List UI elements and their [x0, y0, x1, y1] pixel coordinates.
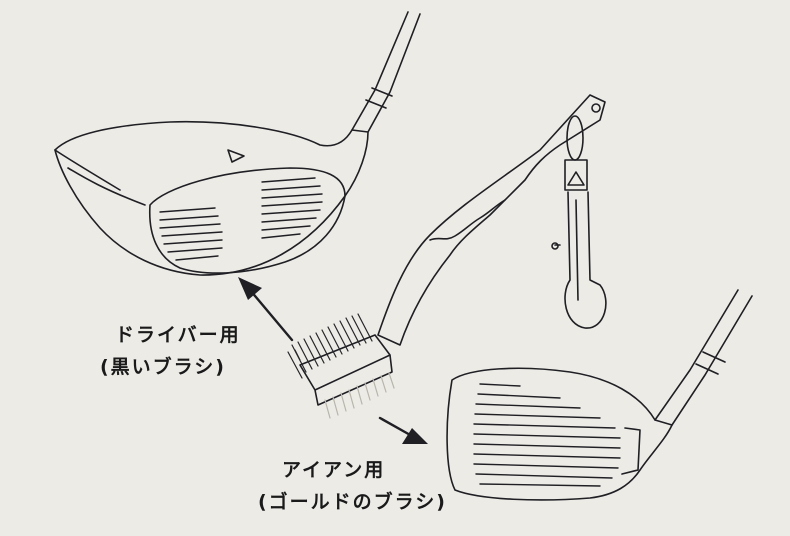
clip-button [551, 242, 559, 250]
driver-crown-line [54, 149, 146, 206]
iron-club [446, 289, 753, 501]
driver-head [54, 120, 369, 276]
handle-hole [591, 103, 601, 113]
iron-hosel [621, 427, 641, 475]
driver-face-grooves [159, 177, 323, 261]
gold-bristles [324, 372, 395, 419]
brush-handle [377, 94, 606, 346]
brush-tool [287, 94, 607, 419]
black-bristles [287, 313, 373, 379]
swivel-detail [567, 171, 585, 186]
driver-ferrule [365, 87, 393, 109]
driver-brush-label: (黒いブラシ) [100, 356, 226, 378]
iron-brush-label: (ゴールドのブラシ) [258, 491, 447, 513]
snap-clip [554, 191, 607, 329]
driver-club [54, 11, 421, 276]
arrow-to-iron [378, 416, 428, 444]
driver-alignment-mark [227, 149, 245, 163]
driver-shaft [351, 11, 421, 133]
iron-head [446, 367, 673, 501]
brush-head [299, 334, 393, 406]
driver-face [148, 167, 346, 274]
iron-label: アイアン用 [282, 459, 386, 481]
iron-ferrule [695, 351, 726, 375]
swivel [564, 159, 588, 191]
brush-handle-grip [429, 199, 506, 241]
arrow-to-driver [238, 277, 294, 342]
iron-shaft [654, 289, 753, 426]
driver-label: ドライバー用 [115, 324, 241, 346]
key-ring [566, 115, 584, 161]
iron-face-grooves [473, 383, 621, 487]
